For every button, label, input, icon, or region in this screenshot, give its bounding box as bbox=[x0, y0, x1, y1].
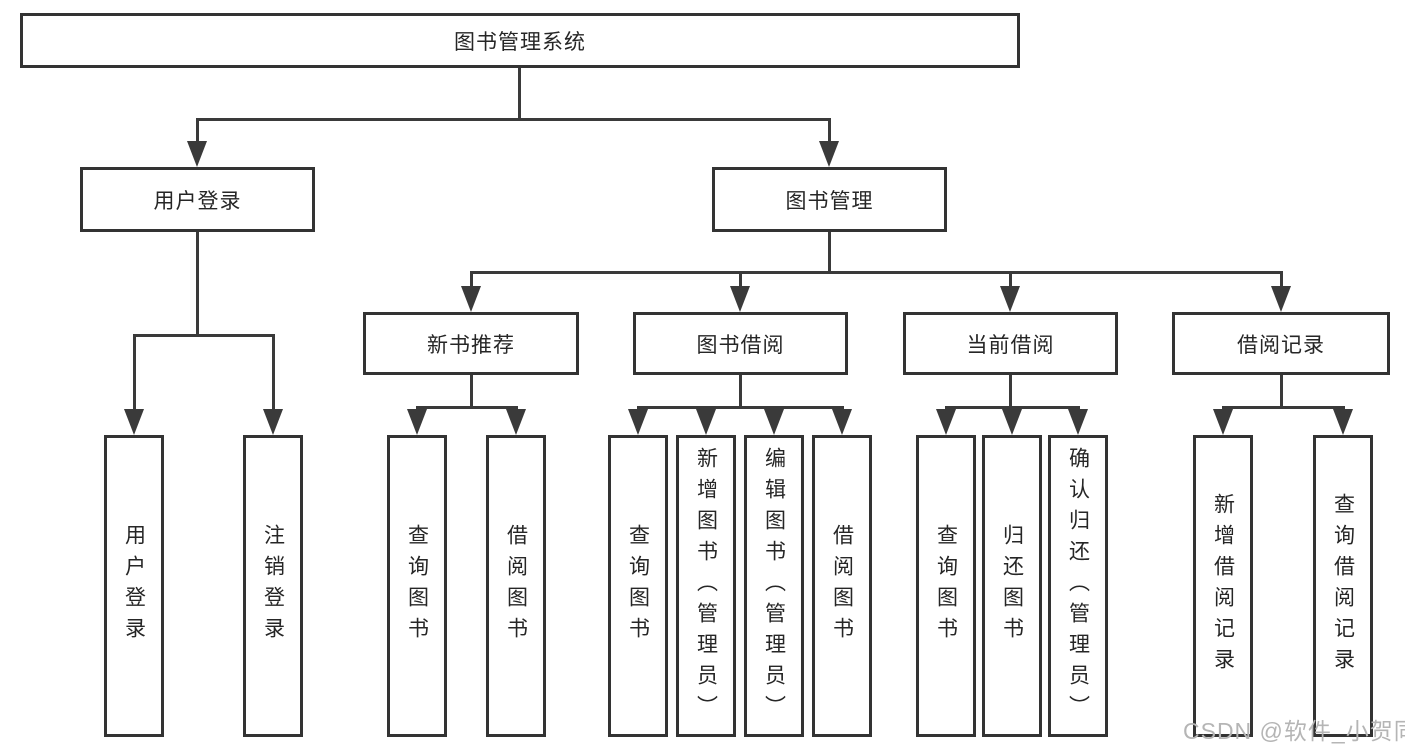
leaf-query-borrow-record-label: 查询借阅记录 bbox=[1331, 493, 1355, 679]
leaf-confirm-return-admin-label: 确认归还（管理员） bbox=[1066, 446, 1090, 726]
leaf-query-books-1: 查询图书 bbox=[387, 435, 447, 737]
arrow-down-icon bbox=[730, 286, 750, 312]
connector-line bbox=[470, 373, 473, 408]
arrow-down-icon bbox=[936, 409, 956, 435]
leaf-add-books-admin-label: 新增图书（管理员） bbox=[694, 446, 718, 726]
node-borrow-records: 借阅记录 bbox=[1172, 312, 1390, 375]
connector-line bbox=[518, 66, 521, 119]
connector-line bbox=[1009, 373, 1012, 408]
leaf-add-books-admin: 新增图书（管理员） bbox=[676, 435, 736, 737]
node-user-login: 用户登录 bbox=[80, 167, 315, 232]
connector-line bbox=[470, 271, 1282, 274]
node-current-borrow: 当前借阅 bbox=[903, 312, 1118, 375]
node-library-system: 图书管理系统 bbox=[20, 13, 1020, 68]
arrow-down-icon bbox=[1000, 286, 1020, 312]
connector-line bbox=[133, 334, 136, 412]
arrow-down-icon bbox=[506, 409, 526, 435]
leaf-user-login-label: 用户登录 bbox=[122, 524, 146, 648]
arrow-down-icon bbox=[1002, 409, 1022, 435]
leaf-query-borrow-record: 查询借阅记录 bbox=[1313, 435, 1373, 737]
connector-line bbox=[196, 230, 199, 336]
arrow-down-icon bbox=[819, 141, 839, 167]
leaf-query-books-1-label: 查询图书 bbox=[405, 524, 429, 648]
connector-line bbox=[272, 334, 275, 412]
connector-line bbox=[133, 334, 275, 337]
arrow-down-icon bbox=[1271, 286, 1291, 312]
arrow-down-icon bbox=[1333, 409, 1353, 435]
leaf-borrow-books-2: 借阅图书 bbox=[812, 435, 872, 737]
leaf-return-books: 归还图书 bbox=[982, 435, 1042, 737]
connector-line bbox=[196, 118, 199, 144]
connector-line bbox=[1280, 373, 1283, 408]
connector-line bbox=[828, 118, 831, 144]
connector-line bbox=[739, 271, 742, 288]
node-new-book-recommend: 新书推荐 bbox=[363, 312, 579, 375]
leaf-logout-label: 注销登录 bbox=[261, 524, 285, 648]
leaf-borrow-books-1: 借阅图书 bbox=[486, 435, 546, 737]
connector-line bbox=[1222, 406, 1345, 409]
node-book-management: 图书管理 bbox=[712, 167, 947, 232]
connector-line bbox=[739, 373, 742, 408]
arrow-down-icon bbox=[407, 409, 427, 435]
leaf-return-books-label: 归还图书 bbox=[1000, 524, 1024, 648]
leaf-user-login: 用户登录 bbox=[104, 435, 164, 737]
connector-line bbox=[828, 230, 831, 274]
node-book-borrow: 图书借阅 bbox=[633, 312, 848, 375]
leaf-edit-books-admin-label: 编辑图书（管理员） bbox=[762, 446, 786, 726]
arrow-down-icon bbox=[1068, 409, 1088, 435]
arrow-down-icon bbox=[696, 409, 716, 435]
leaf-borrow-books-2-label: 借阅图书 bbox=[830, 524, 854, 648]
leaf-query-books-3-label: 查询图书 bbox=[934, 524, 958, 648]
leaf-add-borrow-record-label: 新增借阅记录 bbox=[1211, 493, 1235, 679]
arrow-down-icon bbox=[764, 409, 784, 435]
leaf-query-books-2: 查询图书 bbox=[608, 435, 668, 737]
arrow-down-icon bbox=[124, 409, 144, 435]
arrow-down-icon bbox=[263, 409, 283, 435]
leaf-query-books-2-label: 查询图书 bbox=[626, 524, 650, 648]
arrow-down-icon bbox=[832, 409, 852, 435]
leaf-confirm-return-admin: 确认归还（管理员） bbox=[1048, 435, 1108, 737]
connector-line bbox=[1009, 271, 1012, 288]
connector-line bbox=[637, 406, 844, 409]
arrow-down-icon bbox=[187, 141, 207, 167]
connector-line bbox=[196, 118, 831, 121]
connector-line bbox=[470, 271, 473, 288]
connector-line bbox=[1280, 271, 1283, 288]
arrow-down-icon bbox=[1213, 409, 1233, 435]
leaf-logout: 注销登录 bbox=[243, 435, 303, 737]
watermark: CSDN @软件_小贺同学 bbox=[1183, 718, 1405, 744]
connector-line bbox=[945, 406, 1080, 409]
connector-line bbox=[416, 406, 518, 409]
leaf-edit-books-admin: 编辑图书（管理员） bbox=[744, 435, 804, 737]
arrow-down-icon bbox=[628, 409, 648, 435]
arrow-down-icon bbox=[461, 286, 481, 312]
leaf-borrow-books-1-label: 借阅图书 bbox=[504, 524, 528, 648]
leaf-query-books-3: 查询图书 bbox=[916, 435, 976, 737]
leaf-add-borrow-record: 新增借阅记录 bbox=[1193, 435, 1253, 737]
